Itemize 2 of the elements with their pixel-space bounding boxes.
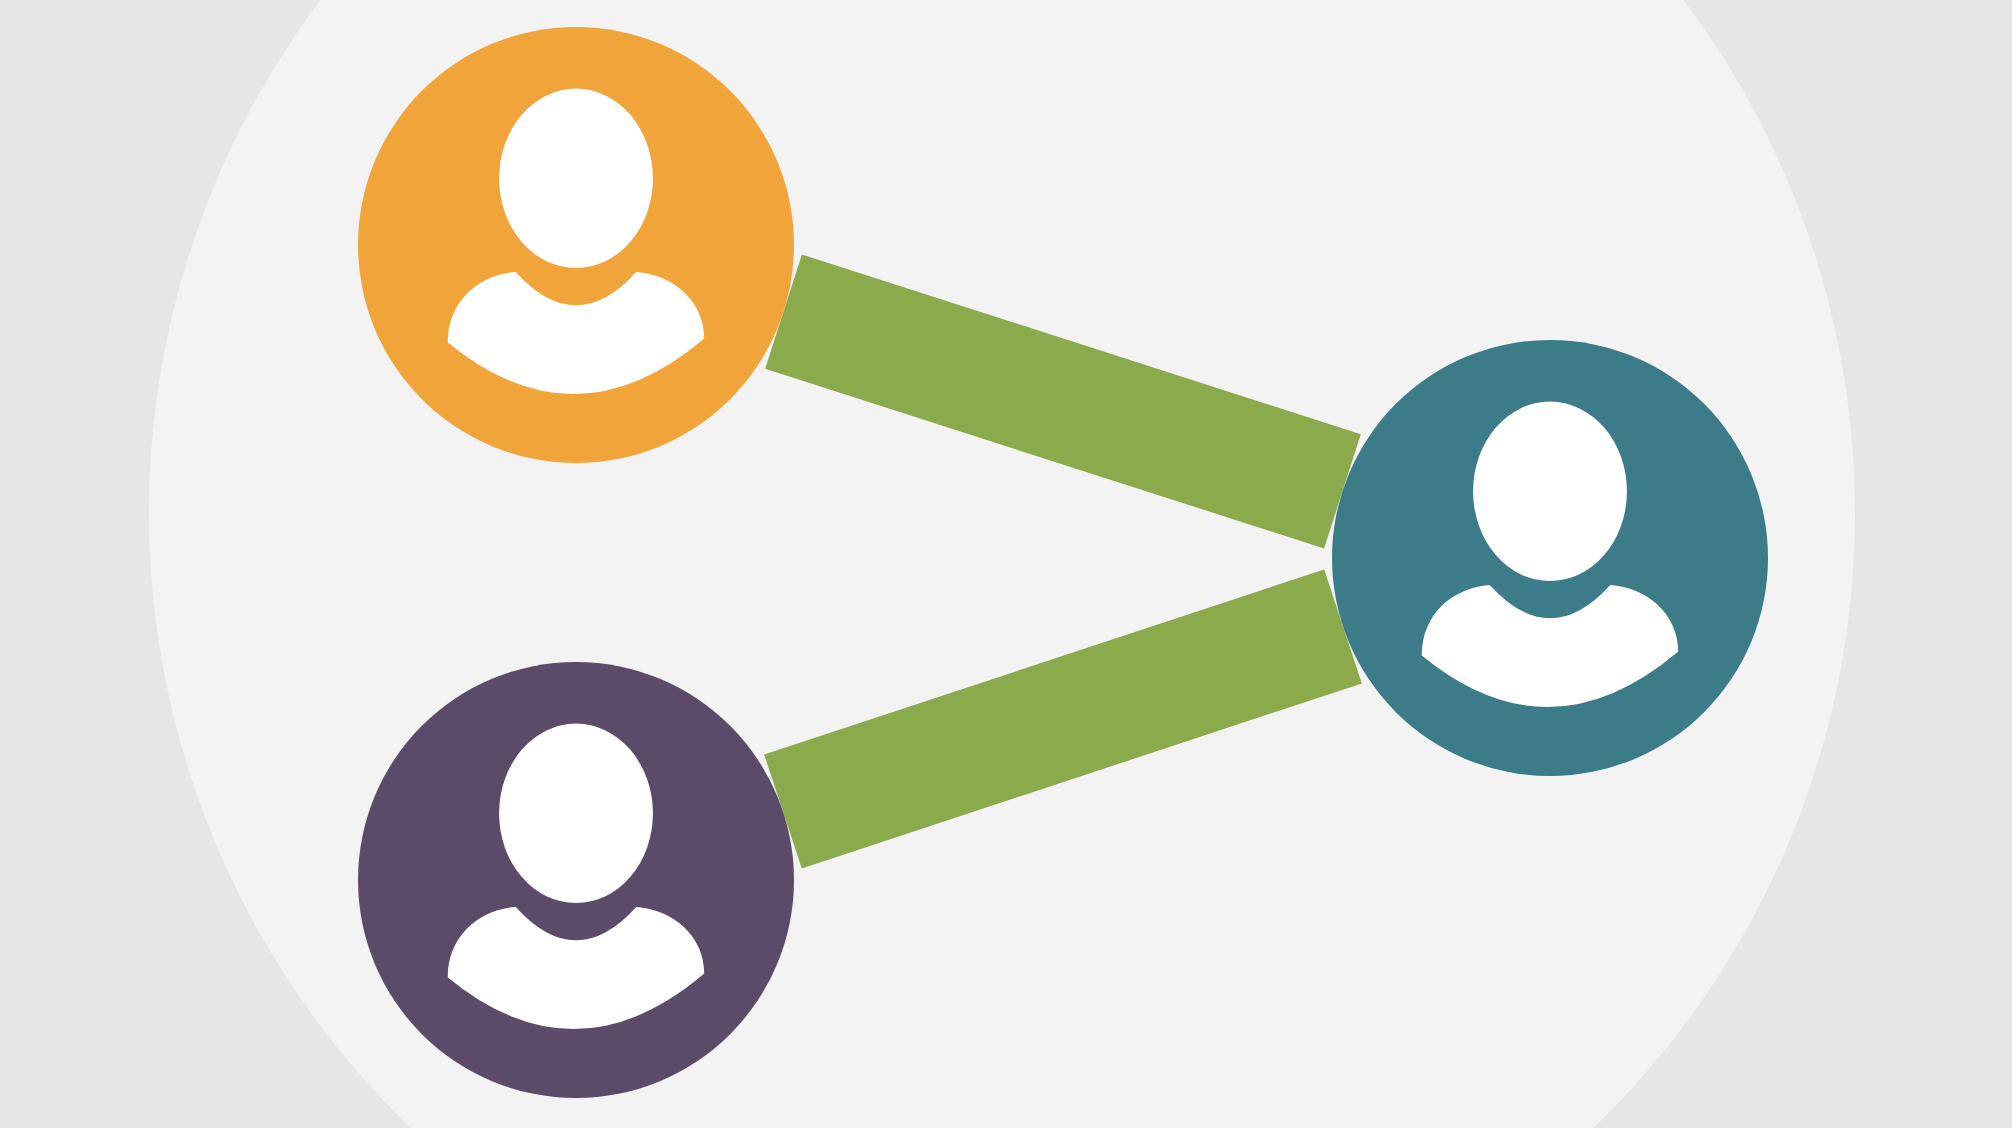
connector-band: [765, 254, 1361, 549]
connector-band: [764, 569, 1362, 869]
